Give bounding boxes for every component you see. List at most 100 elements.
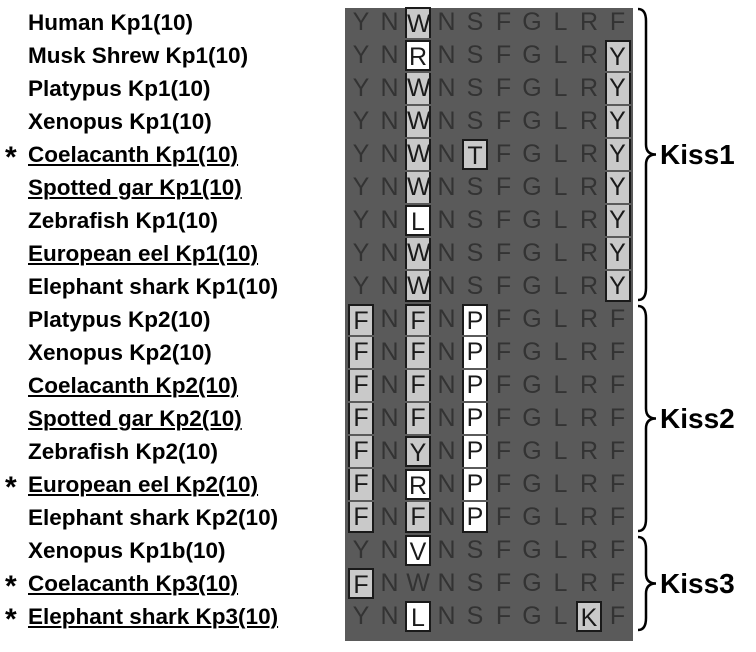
residue-cell: N [437, 74, 456, 102]
residue-cell: L [553, 371, 568, 399]
residue-cell: R [579, 470, 599, 498]
residue-cell: F [405, 370, 431, 401]
residue-cell: N [437, 569, 456, 597]
residue-cell: F [609, 503, 626, 531]
residue-cell: G [522, 305, 542, 333]
residue-cell: N [380, 437, 399, 465]
residue-cell: Y [352, 239, 370, 267]
residue-cell: G [522, 140, 542, 168]
residue-cell: R [405, 469, 431, 500]
residue-cell: S [466, 239, 484, 267]
residue-cell: L [553, 74, 568, 102]
residue-cell: G [522, 404, 542, 432]
residue-cell: P [462, 337, 488, 368]
residue-cell: G [522, 569, 542, 597]
residue-cell: Y [352, 8, 370, 36]
species-label: Spotted gar Kp1(10) [28, 175, 242, 200]
residue-cell: F [405, 502, 431, 533]
residue-cell: F [609, 404, 626, 432]
residue-cell: R [579, 272, 599, 300]
residue-cell: F [495, 8, 512, 36]
residue-cell: L [553, 536, 568, 564]
residue-cell: K [576, 601, 602, 632]
residue-cell: N [437, 305, 456, 333]
residue-cell: R [579, 305, 599, 333]
species-label: Xenopus Kp1(10) [28, 109, 212, 134]
species-label: Zebrafish Kp1(10) [28, 208, 219, 233]
residue-cell: F [348, 304, 374, 335]
residue-cell: Y [604, 139, 631, 170]
residue-cell: P [462, 436, 488, 467]
residue-cell: F [495, 41, 512, 69]
residue-cell: S [466, 74, 484, 102]
residue-cell: P [462, 370, 488, 401]
residue-cell: W [405, 238, 431, 269]
residue-cell: N [380, 404, 399, 432]
residue-cell: L [553, 272, 568, 300]
residue-cell: R [579, 437, 599, 465]
species-label: Coelacanth Kp1(10) [28, 142, 239, 167]
residue-cell: R [405, 40, 431, 71]
residue-cell: W [406, 569, 430, 597]
residue-cell: N [437, 173, 456, 201]
residue-cell: N [380, 569, 399, 597]
residue-cell: L [553, 239, 568, 267]
residue-cell: W [405, 271, 431, 302]
species-label: Elephant shark Kp1(10) [28, 274, 279, 299]
residue-cell: S [466, 41, 484, 69]
star-marker: * [5, 570, 17, 603]
residue-cell: R [579, 503, 599, 531]
residue-cell: S [466, 602, 484, 630]
residue-cell: Y [604, 40, 631, 71]
residue-cell: N [437, 239, 456, 267]
residue-cell: N [437, 140, 456, 168]
residue-cell: Y [352, 206, 370, 234]
residue-cell: N [380, 602, 399, 630]
residue-cell: L [553, 437, 568, 465]
group-bracket [637, 7, 657, 302]
residue-cell: F [609, 602, 626, 630]
residue-cell: R [579, 536, 599, 564]
residue-cell: G [522, 206, 542, 234]
residue-cell: F [495, 569, 512, 597]
residue-cell: Y [352, 41, 370, 69]
residue-cell: R [579, 74, 599, 102]
residue-cell: F [348, 403, 374, 434]
residue-cell: T [462, 139, 488, 170]
residue-cell: N [437, 503, 456, 531]
residue-cell: F [495, 503, 512, 531]
species-label: European eel Kp2(10) [28, 472, 259, 497]
residue-cell: R [579, 239, 599, 267]
residue-cell: Y [604, 205, 631, 236]
residue-cell: W [405, 7, 431, 38]
residue-cell: F [495, 404, 512, 432]
residue-cell: F [609, 536, 626, 564]
residue-cell: G [522, 173, 542, 201]
residue-cell: F [405, 403, 431, 434]
residue-cell: L [553, 305, 568, 333]
residue-cell: S [466, 206, 484, 234]
residue-cell: Y [604, 172, 631, 203]
residue-cell: F [495, 107, 512, 135]
residue-cell: L [553, 470, 568, 498]
group-label: Kiss3 [660, 567, 735, 599]
residue-cell: F [348, 469, 374, 500]
residue-cell: S [466, 8, 484, 36]
residue-cell: F [348, 502, 374, 533]
residue-cell: N [437, 470, 456, 498]
star-marker: * [5, 603, 17, 636]
residue-cell: N [380, 371, 399, 399]
residue-cell: G [522, 239, 542, 267]
residue-cell: F [348, 436, 374, 467]
residue-cell: Y [352, 74, 370, 102]
residue-cell: F [495, 272, 512, 300]
species-label: Zebrafish Kp2(10) [28, 439, 219, 464]
residue-cell: N [437, 536, 456, 564]
group-label: Kiss2 [660, 402, 735, 434]
residue-cell: G [522, 8, 542, 36]
residue-cell: F [495, 239, 512, 267]
residue-cell: N [437, 404, 456, 432]
residue-cell: F [495, 206, 512, 234]
residue-cell: N [437, 338, 456, 366]
